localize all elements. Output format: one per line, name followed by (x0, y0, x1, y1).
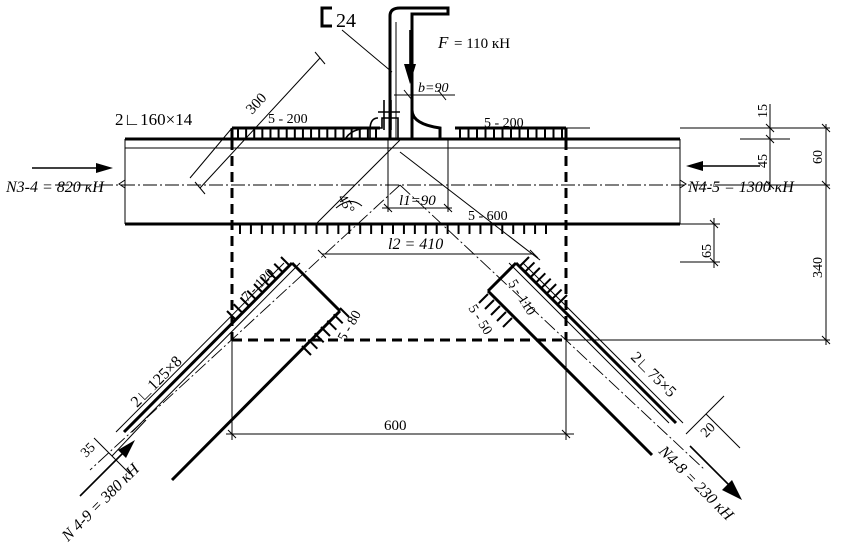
force-n48: N4-8 = 230 кН (654, 442, 742, 525)
force-f-value: = 110 кН (454, 36, 510, 52)
weld-tick (226, 310, 237, 321)
force-n34-label: N3-4 = 820 кН (5, 179, 105, 196)
weld-label-diag-right-b: 5 - 50 (465, 302, 495, 338)
weld-tick (490, 305, 501, 316)
gusset-plate (230, 128, 568, 342)
force-n34: N3-4 = 820 кН (5, 163, 113, 196)
weld-tick (541, 278, 552, 289)
weld-tick (233, 303, 244, 314)
force-f-arrowhead (404, 64, 416, 84)
weld-tick (239, 296, 251, 308)
weld-tick (313, 332, 325, 344)
break-mark-right (679, 179, 687, 189)
weld-label-chord-left: 5 - 200 (268, 112, 308, 127)
channel-number: 24 (336, 10, 356, 32)
weld-tick (519, 256, 530, 267)
weld-tick (280, 256, 291, 267)
weld-tick (551, 288, 563, 300)
force-f: F = 110 кН (404, 30, 510, 84)
weld-tick (535, 272, 546, 283)
dim-15-text: 15 (756, 104, 771, 118)
dim-20: 20 (685, 395, 741, 449)
weld-tick (260, 276, 271, 287)
weld-tick (524, 261, 536, 273)
weld-tick (339, 307, 350, 318)
weld-gusset-bottom (232, 222, 548, 234)
weld-tick (246, 290, 257, 301)
label-left-diagonal: 2∟125×8 (128, 353, 186, 411)
weld-label-gusset: 5 - 600 (468, 209, 508, 224)
dims-right: 15 45 60 340 65 (566, 104, 831, 345)
force-n45: N4-5 = 1300 кН (686, 161, 795, 196)
weld-tick (530, 267, 541, 278)
diagonal-right (399, 184, 706, 471)
weld-tick (557, 294, 568, 305)
weld-chord-left (232, 126, 380, 138)
weld-label-diag-left-a: 7 - 120 (239, 266, 278, 305)
weld-tick (478, 293, 489, 304)
diagonal-left (89, 184, 401, 482)
chord-section-label: 2∟160×14 (115, 110, 193, 129)
weld-tick (326, 319, 338, 331)
force-n45-label: N4-5 = 1300 кН (687, 179, 795, 196)
channel-label: 24 (320, 6, 393, 73)
weld-tick (546, 283, 557, 294)
dim-600-text: 600 (384, 418, 407, 434)
dim-45-text: 45 (756, 154, 771, 168)
dim-l2: l2 = 410 (317, 151, 541, 261)
weld-tick (320, 326, 331, 337)
dim-b: b=90 (394, 81, 455, 101)
force-n34-arrowhead (96, 163, 113, 173)
break-mark-left (118, 179, 126, 189)
dim-b-text: b=90 (418, 81, 448, 96)
weld-tick (496, 311, 507, 322)
dim-340-text: 340 (811, 257, 826, 278)
weld-tick (266, 269, 278, 281)
force-f-symbol: F (437, 33, 449, 52)
weld-tick (301, 345, 312, 356)
channel-24 (344, 6, 450, 141)
force-n45-arrowhead (686, 161, 703, 171)
dim-65-text: 65 (700, 244, 715, 258)
force-n48-label: N4-8 = 230 кН (654, 442, 737, 525)
weld-tick (332, 313, 344, 325)
angle-45: 45° (315, 139, 401, 225)
force-n49-label: N 4-9 = 380 кН (58, 460, 144, 546)
dim-35-text: 35 (78, 440, 99, 461)
weld-tick (502, 317, 513, 328)
weld-tick (307, 338, 319, 350)
weld-tick (253, 283, 264, 294)
dim-60-text: 60 (811, 150, 826, 164)
angle-45-text: 45° (334, 192, 357, 216)
force-n49-arrowhead (118, 440, 135, 458)
weld-chord-right (455, 126, 566, 138)
force-n48-arrowhead (722, 480, 742, 500)
dim-300-text: 300 (243, 90, 270, 117)
force-n49: N 4-9 = 380 кН (58, 440, 144, 546)
dim-l2-text: l2 = 410 (388, 236, 443, 253)
weld-tick (484, 299, 495, 310)
weld-label-chord-right: 5 - 200 (484, 116, 524, 131)
weld-tick (273, 263, 284, 274)
dim-600: 600 (226, 340, 574, 440)
